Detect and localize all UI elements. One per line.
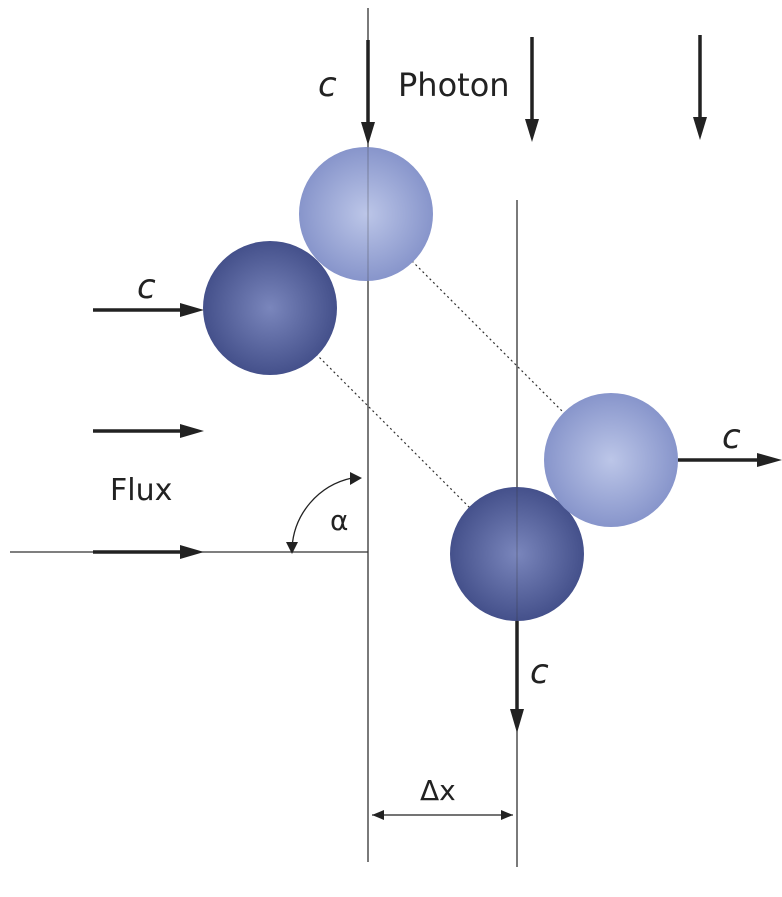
flux-arrow-lower bbox=[93, 545, 204, 559]
outgoing-arrow-right bbox=[678, 453, 782, 467]
photon-arrow-2 bbox=[525, 37, 539, 142]
outgoing-arrow-down bbox=[510, 620, 524, 733]
flux-arrow-middle bbox=[93, 424, 204, 438]
label-delta-x: Δx bbox=[420, 774, 456, 807]
label-alpha: α bbox=[330, 504, 348, 537]
delta-x-dimension bbox=[372, 810, 513, 820]
angle-alpha-arc bbox=[286, 472, 362, 554]
photon-arrow-1 bbox=[361, 40, 375, 145]
label-photon: Photon bbox=[398, 66, 510, 104]
flux-arrow-upper bbox=[93, 303, 204, 317]
label-c-bottom: c bbox=[530, 652, 549, 692]
sphere-light-outgoing bbox=[544, 393, 678, 527]
photon-arrow-3 bbox=[693, 35, 707, 140]
label-c-left: c bbox=[137, 267, 156, 307]
sphere-light-incoming bbox=[299, 147, 433, 281]
label-c-top: c bbox=[318, 65, 337, 105]
sphere-dark-outgoing bbox=[450, 487, 584, 621]
sphere-dark-incoming bbox=[203, 241, 337, 375]
label-c-right: c bbox=[722, 417, 741, 457]
label-flux: Flux bbox=[110, 473, 172, 508]
